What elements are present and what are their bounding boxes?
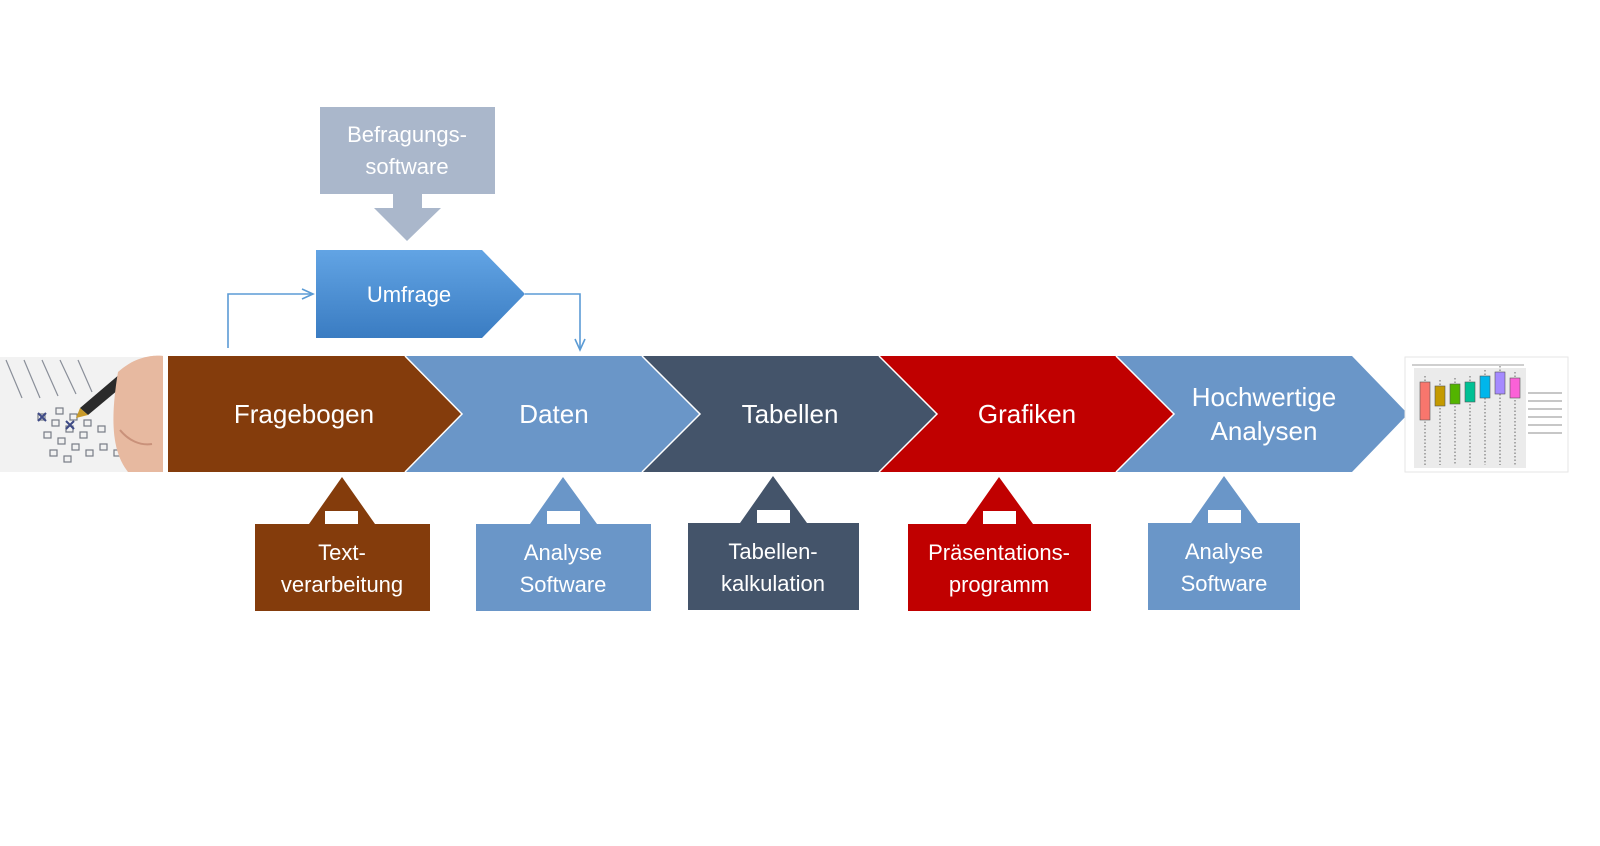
chevron-label-daten: Daten [519, 399, 588, 429]
tool-box-analyse-software-2: Analyse Software [1148, 476, 1300, 610]
chevron-separators [404, 355, 1176, 473]
boxplot-box [1464, 381, 1476, 403]
tool-label-tabellenkalkulation-line-2: kalkulation [721, 571, 825, 596]
chevron-shape-fragebogen [168, 356, 462, 472]
chevron-shape-grafiken [879, 356, 1174, 472]
tool-box-tabellenkalkulation: Tabellen- kalkulation [688, 476, 859, 610]
tool-box-textverarbeitung: Text- verarbeitung [255, 477, 430, 611]
tool-label-analyse-software-2-line-1: Analyse [1185, 539, 1263, 564]
boxplot-box [1494, 371, 1506, 395]
boxplot-box [1449, 383, 1461, 405]
tool-box-praesentationsprogramm: Präsentations- programm [908, 477, 1091, 611]
boxplot-box [1419, 381, 1431, 421]
tool-box-analyse-software-1: Analyse Software [476, 477, 651, 611]
chevron-shape-daten [405, 356, 700, 472]
boxplot-chart-thumbnail-icon [1404, 356, 1569, 473]
connector-out-of-survey [525, 293, 586, 352]
tool-label-analyse-software-1-line-2: Software [520, 572, 607, 597]
chevron-label-tabellen: Tabellen [742, 399, 839, 429]
boxplot-box [1434, 385, 1446, 407]
survey-pentagon: Umfrage [316, 250, 525, 338]
connector-into-survey [227, 288, 315, 348]
boxplot-box [1479, 375, 1491, 399]
tool-label-praesentationsprogramm-line-2: programm [949, 572, 1049, 597]
questionnaire-photo-icon [0, 355, 163, 472]
tool-label-tabellenkalkulation-line-1: Tabellen- [728, 539, 817, 564]
survey-label: Umfrage [367, 282, 451, 307]
tool-label-praesentationsprogramm-line-1: Präsentations- [928, 540, 1070, 565]
tool-label-textverarbeitung-line-1: Text- [318, 540, 366, 565]
tool-label-textverarbeitung-line-2: verarbeitung [281, 572, 403, 597]
survey-software-label-line-1: Befragungs- [347, 122, 467, 147]
survey-software-label-line-2: software [365, 154, 448, 179]
tool-label-analyse-software-2-line-2: Software [1181, 571, 1268, 596]
chevron-label-grafiken: Grafiken [978, 399, 1076, 429]
survey-software-box: Befragungs- software [320, 107, 495, 194]
chevron-shape-hochwertige-analysen [1116, 356, 1408, 472]
boxplot-box [1509, 377, 1521, 399]
chevron-label-analysen: Analysen [1211, 416, 1318, 446]
tool-label-analyse-software-1-line-1: Analyse [524, 540, 602, 565]
chevron-label-fragebogen: Fragebogen [234, 399, 374, 429]
survey-software-down-arrow [374, 194, 441, 241]
chevron-label-hochwertige: Hochwertige [1192, 382, 1337, 412]
chevron-shape-tabellen [642, 356, 937, 472]
